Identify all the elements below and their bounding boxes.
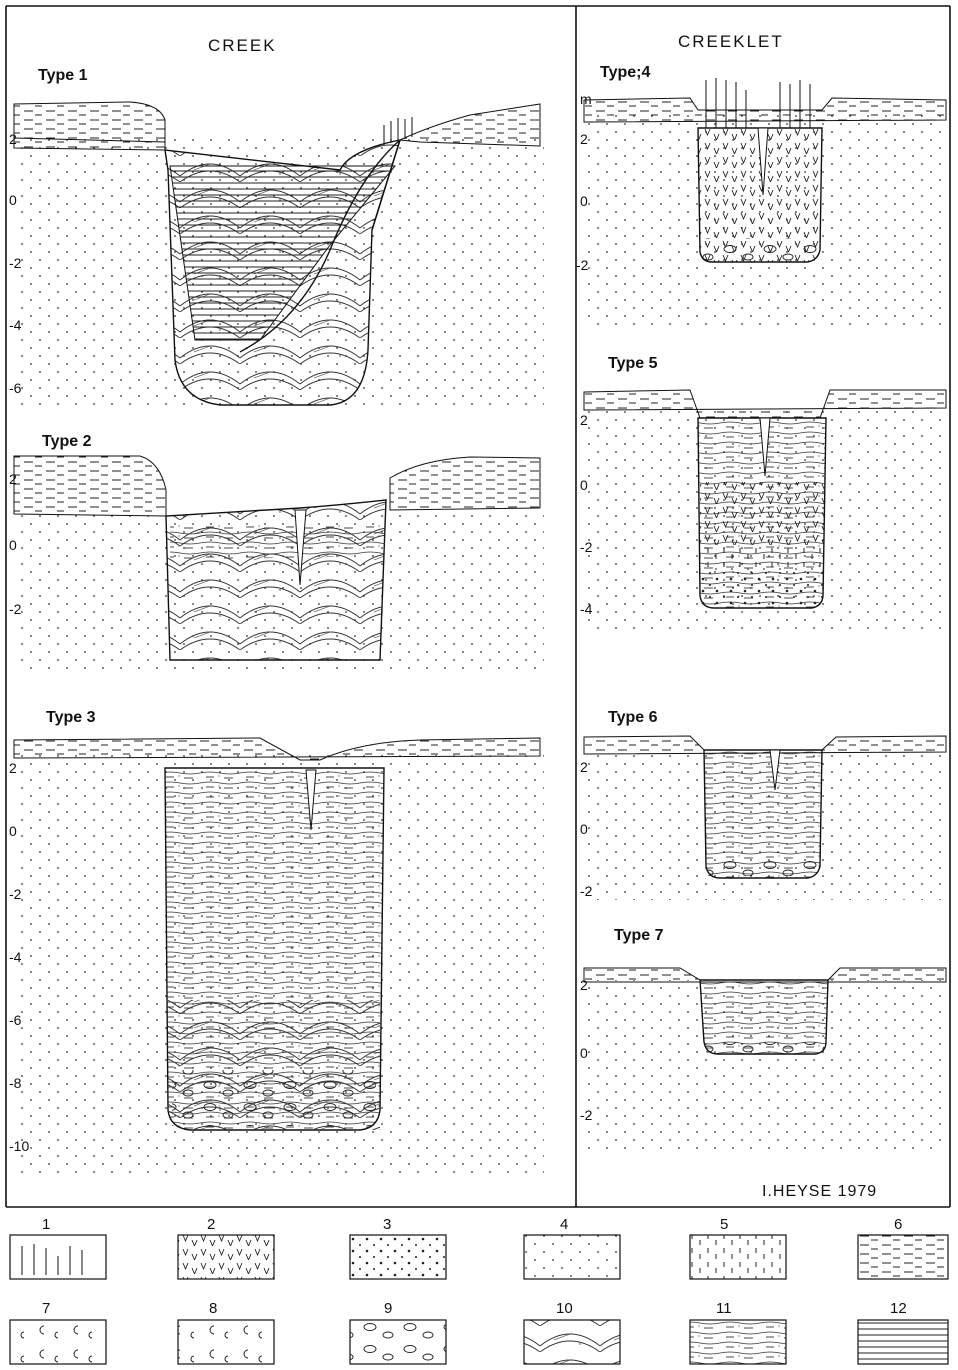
legend-swatch-8	[178, 1320, 274, 1364]
legend-swatch-10	[524, 1320, 620, 1364]
svg-text:-4: -4	[9, 949, 22, 965]
legend-swatch-9	[350, 1320, 446, 1364]
svg-text:2: 2	[9, 760, 17, 776]
svg-text:-2: -2	[580, 539, 593, 555]
legend: 1 2 3 4 5 6 7 8 9 10 11 12	[10, 1216, 948, 1364]
creek-title: CREEK	[208, 36, 277, 55]
svg-text:-2: -2	[576, 257, 589, 273]
section-type-7: Type 7 2 0 -2	[580, 927, 946, 1150]
legend-number: 8	[209, 1300, 217, 1317]
svg-text:2: 2	[9, 131, 17, 147]
legend-number: 9	[384, 1300, 392, 1317]
legend-number: 11	[716, 1300, 732, 1317]
svg-text:0: 0	[580, 1045, 588, 1061]
legend-number: 10	[556, 1300, 573, 1317]
legend-number: 1	[42, 1216, 50, 1233]
legend-number: 6	[894, 1216, 902, 1233]
legend-swatch-12	[858, 1320, 948, 1364]
svg-text:2: 2	[580, 412, 588, 428]
svg-text:-10: -10	[9, 1138, 29, 1154]
type-1-label: Type 1	[38, 67, 88, 84]
type-2-label: Type 2	[42, 433, 92, 450]
type-5-label: Type 5	[608, 355, 658, 372]
section-type-3: Type 3 2 0 -2 -4 -6 -8 -10	[9, 709, 544, 1174]
legend-number: 4	[560, 1216, 568, 1233]
svg-text:0: 0	[580, 821, 588, 837]
legend-number: 7	[42, 1300, 50, 1317]
unit-label: m	[580, 91, 592, 107]
svg-text:0: 0	[580, 193, 588, 209]
author-credit: I.HEYSE 1979	[762, 1183, 877, 1200]
svg-text:0: 0	[580, 477, 588, 493]
legend-number: 2	[207, 1216, 215, 1233]
svg-text:-6: -6	[9, 1012, 22, 1028]
legend-swatch-11	[690, 1320, 786, 1364]
svg-text:0: 0	[9, 537, 17, 553]
svg-text:-2: -2	[9, 255, 22, 271]
legend-swatch-6	[858, 1235, 948, 1279]
legend-number: 12	[890, 1300, 907, 1317]
legend-swatch-3	[350, 1235, 446, 1279]
legend-swatch-7	[10, 1320, 106, 1364]
legend-number: 3	[383, 1216, 391, 1233]
section-type-4: Type;4 m 2 0 -2	[576, 64, 946, 325]
type-3-label: Type 3	[46, 709, 96, 726]
section-type-1: Type 1 2 0 -2 -4 -6	[9, 67, 544, 406]
svg-text:-2: -2	[580, 883, 593, 899]
svg-text:-2: -2	[580, 1107, 593, 1123]
legend-swatch-2	[178, 1235, 274, 1279]
svg-text:2: 2	[580, 977, 588, 993]
type-7-label: Type 7	[614, 927, 664, 944]
legend-number: 5	[720, 1216, 728, 1233]
svg-text:-2: -2	[9, 886, 22, 902]
svg-text:2: 2	[580, 759, 588, 775]
type-6-label: Type 6	[608, 709, 658, 726]
section-type-5: Type 5 2 0 -2 -4	[580, 355, 946, 635]
legend-swatch-5	[690, 1235, 786, 1279]
svg-text:2: 2	[9, 471, 17, 487]
svg-text:0: 0	[9, 823, 17, 839]
section-type-6: Type 6 2 0 -2	[580, 709, 946, 900]
svg-text:-6: -6	[9, 380, 22, 396]
svg-text:2: 2	[580, 131, 588, 147]
svg-text:-4: -4	[9, 317, 22, 333]
type-4-label: Type;4	[600, 64, 650, 81]
svg-text:0: 0	[9, 192, 17, 208]
svg-text:-4: -4	[580, 601, 593, 617]
legend-swatch-4	[524, 1235, 620, 1279]
svg-text:-2: -2	[9, 601, 22, 617]
creeklet-title: CREEKLET	[678, 32, 784, 51]
svg-text:-8: -8	[9, 1075, 22, 1091]
section-type-2: Type 2 2 0 -2	[9, 433, 544, 670]
